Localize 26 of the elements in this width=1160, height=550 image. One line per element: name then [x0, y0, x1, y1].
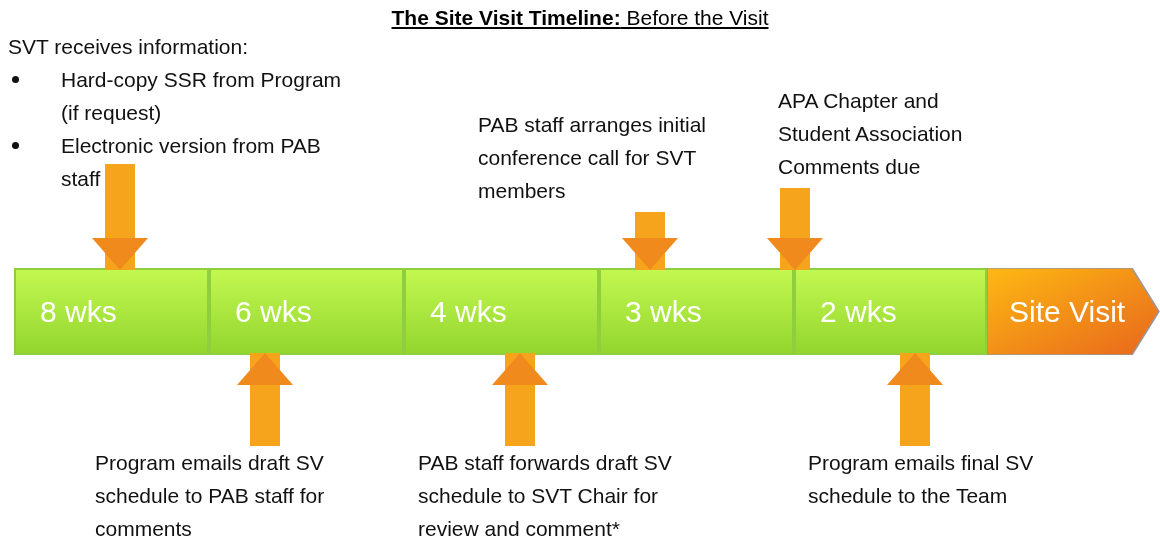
timeline-segment [14, 268, 209, 355]
block-arrow [237, 353, 293, 446]
week-label: 3 wks [625, 294, 702, 329]
block-arrow [767, 188, 823, 270]
note-heading: SVT receives information: [8, 34, 250, 60]
block-arrow [492, 353, 548, 446]
week-label: 4 wks [430, 294, 507, 329]
week-label: 8 wks [40, 294, 117, 329]
site-visit-label: Site Visit [1009, 294, 1126, 329]
timeline-segment [599, 268, 794, 355]
bullet-text: Hard-copy SSR from Program (if request) [61, 67, 343, 126]
timeline-segment [404, 268, 599, 355]
timeline-segment [794, 268, 987, 355]
note-text: PAB staff forwards draft SV schedule to SVT Chair for review and comment* [418, 446, 713, 550]
block-arrow [92, 164, 148, 270]
block-arrow [622, 212, 678, 270]
note-text: Program emails final SV schedule to the Team [808, 446, 1048, 550]
note-text: Program emails draft SV schedule to PAB staff for comments [95, 446, 395, 550]
note-text: APA Chapter and Student Association Comments due [778, 84, 1003, 188]
title: The Site Visit Timeline: Before the Visit [391, 6, 769, 29]
week-label: 2 wks [820, 294, 897, 329]
bullet-text: Electronic version from PAB staff [61, 133, 322, 192]
block-arrow [887, 353, 943, 446]
note-text: PAB staff arranges initial conference call for SVT members [478, 108, 753, 212]
week-label: 6 wks [235, 294, 312, 329]
timeline-segment [209, 268, 404, 355]
